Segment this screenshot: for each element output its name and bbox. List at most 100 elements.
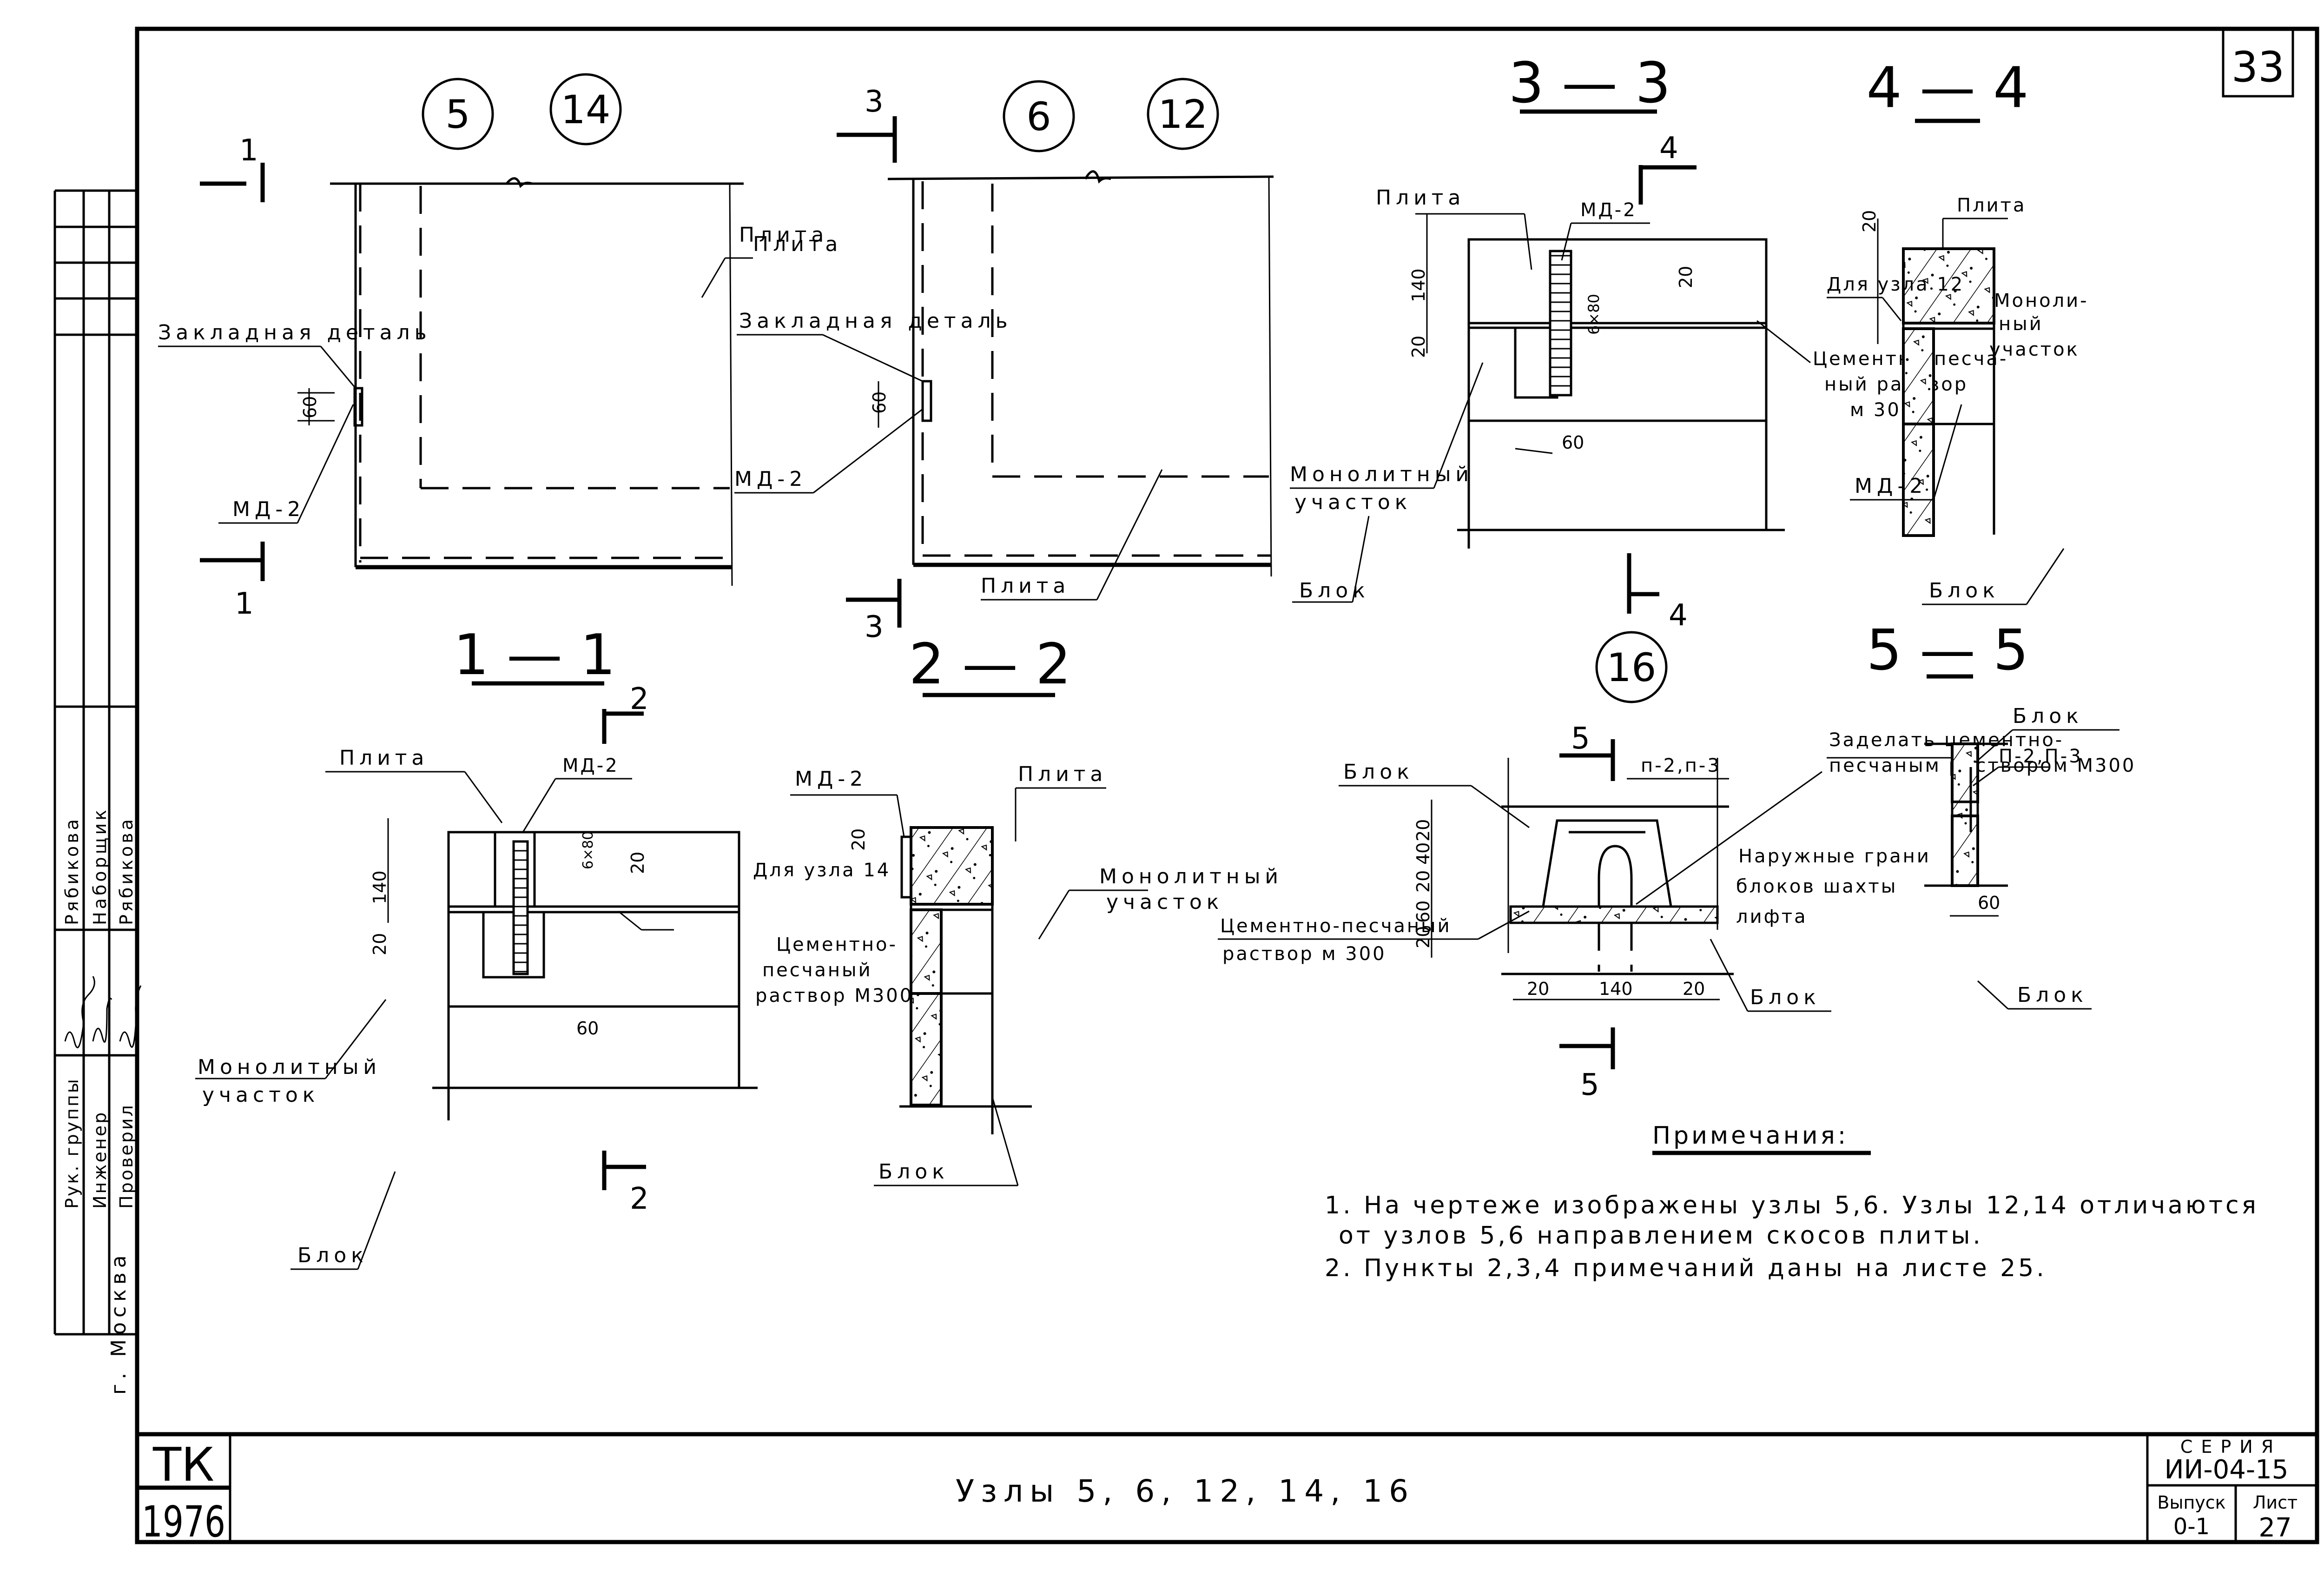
signature-scribble-1	[64, 976, 95, 1048]
dim-20-44: 20	[1859, 210, 1880, 232]
dim-60-node5: 60	[300, 396, 320, 418]
label-monolith-22-2: участок	[1106, 890, 1223, 914]
label-plate-33: Плита	[1376, 186, 1465, 210]
label-monolith-11-1: Монолитный	[198, 1055, 381, 1079]
label-p2p3-16: п-2,п-3	[1641, 755, 1721, 776]
label-block-44: Блок	[1929, 579, 2000, 603]
cut-5-top: 5	[1571, 722, 1590, 756]
section-1-1	[195, 681, 758, 1270]
cut-4-top: 4	[1659, 131, 1678, 166]
label-seal-2: песчаным раствором М300	[1829, 755, 2136, 776]
stamp-year: 1976	[142, 1497, 225, 1547]
dim-16-g: 140	[1599, 979, 1633, 999]
node-marker-16: 16	[1607, 645, 1657, 690]
sig-name-1: Рябикова	[62, 816, 82, 925]
node-5-view	[158, 73, 753, 586]
label-md2-5: МД-2	[232, 497, 305, 521]
section-4-4	[1827, 119, 2065, 605]
cut-2-bottom: 2	[630, 1182, 649, 1216]
issue-value: 0-1	[2173, 1514, 2210, 1540]
dim-60-node6: 60	[869, 391, 890, 414]
series-label: СЕРИЯ	[2180, 1437, 2282, 1457]
sig-role-2: Инженер	[90, 1111, 110, 1209]
label-block-22: Блок	[878, 1160, 949, 1184]
label-monolith-33-1: Монолитный	[1290, 463, 1473, 486]
sheet-label: Лист	[2253, 1492, 2298, 1513]
label-plate-44: Плита	[1957, 195, 2026, 216]
sig-role-3: Проверил	[116, 1103, 137, 1209]
dim-16-a: 20	[1413, 819, 1433, 841]
node-marker-6: 6	[1026, 94, 1051, 139]
label-plate-6-top: Плита	[739, 223, 828, 247]
label-mortar-16-2: раствор м 300	[1222, 943, 1386, 965]
node-marker-12: 12	[1158, 92, 1208, 137]
section-4-4-title: 4 — 4	[1867, 56, 2029, 120]
label-block-55-top: Блок	[2013, 704, 2083, 728]
label-md2-33: МД-2	[1580, 199, 1637, 221]
label-monolith-44-1: Моноли-	[1994, 290, 2089, 311]
node-16-view	[1218, 631, 1952, 1069]
cut-1-bottom: 1	[235, 587, 254, 621]
label-block-33: Блок	[1299, 579, 1370, 603]
note-1-line-1: 1. На чертеже изображены узлы 5,6. Узлы …	[1325, 1192, 2259, 1219]
cut-2-top: 2	[630, 682, 649, 716]
dim-20-11-b: 20	[627, 852, 648, 874]
section-1-1-title: 1 — 1	[454, 623, 616, 688]
page-number: 33	[2232, 43, 2285, 92]
dim-16-h: 20	[1683, 979, 1705, 999]
note-2: 2. Пункты 2,3,4 примечаний даны на листе…	[1325, 1254, 2047, 1282]
node-6-view	[734, 78, 1274, 628]
sheet-value: 27	[2258, 1513, 2291, 1543]
weld-label-33: 6×80	[1585, 294, 1603, 335]
label-for-node-14-a: Для узла 14	[753, 860, 891, 881]
notes-block: Примечания: 1. На чертеже изображены узл…	[1325, 1122, 2259, 1282]
label-mortar-11-2: песчаный	[762, 960, 872, 981]
label-mortar-16-1: Цементно-песчаный	[1220, 915, 1452, 937]
sig-name-2: Наборщик	[90, 807, 110, 925]
section-3-3-title: 3 — 3	[1509, 51, 1671, 116]
label-plate-6-bottom: Плита	[981, 574, 1070, 598]
dim-16-b: 40	[1413, 842, 1433, 865]
section-2-2	[790, 693, 1148, 1186]
label-monolith-22-1: Монолитный	[1099, 865, 1283, 888]
dim-60-11: 60	[576, 1018, 599, 1039]
label-seal-1: Заделать цементно-	[1829, 729, 2064, 751]
section-5-5	[1924, 674, 2119, 1010]
dim-16-f: 20	[1527, 979, 1549, 999]
city-label: г. Москва	[107, 1251, 131, 1395]
label-outer-3: лифта	[1736, 906, 1808, 927]
label-for-node-12: Для узла 12	[1827, 274, 1964, 295]
section-2-2-title: 2 — 2	[909, 632, 1071, 697]
label-block-16-top: Блок	[1343, 760, 1414, 784]
signature-scribble-3	[119, 985, 142, 1048]
dim-20-22: 20	[848, 828, 869, 851]
cut-3-top: 3	[865, 85, 884, 119]
label-md2-11: МД-2	[562, 755, 619, 776]
label-monolith-44-3: участок	[1989, 339, 2080, 360]
drawing-title: Узлы 5, 6, 12, 14, 16	[956, 1473, 1415, 1509]
stamp-top: ТК	[152, 1437, 214, 1492]
section-3-3	[1290, 109, 1811, 614]
dim-16-c: 20	[1413, 870, 1433, 893]
label-embedded-part-6: Закладная деталь	[739, 309, 1012, 333]
label-md2-22: МД-2	[795, 767, 867, 791]
node-marker-14: 14	[561, 87, 611, 132]
dim-16-e: 20	[1413, 926, 1433, 948]
dim-20-11-a: 20	[370, 933, 390, 955]
label-outer-2: блоков шахты	[1736, 876, 1897, 897]
label-p2p3-55: П-2,П-3	[1999, 746, 2083, 767]
label-md2-44: МД-2	[1855, 474, 1927, 498]
dim-20-33-a: 20	[1408, 336, 1429, 358]
dim-60-33: 60	[1562, 432, 1584, 453]
dim-20-33-b: 20	[1676, 266, 1696, 288]
label-plate-22: Плита	[1018, 762, 1107, 786]
section-5-5-title: 5 — 5	[1867, 618, 2029, 683]
label-monolith-11-2: участок	[202, 1083, 319, 1107]
cut-3-bottom: 3	[865, 610, 884, 644]
cut-4-bottom: 4	[1669, 598, 1688, 633]
sheet-frame	[135, 26, 2319, 1544]
label-plate-5: Плита	[753, 232, 842, 256]
signature-scribble-2	[92, 998, 112, 1043]
signature-block	[53, 189, 137, 1336]
